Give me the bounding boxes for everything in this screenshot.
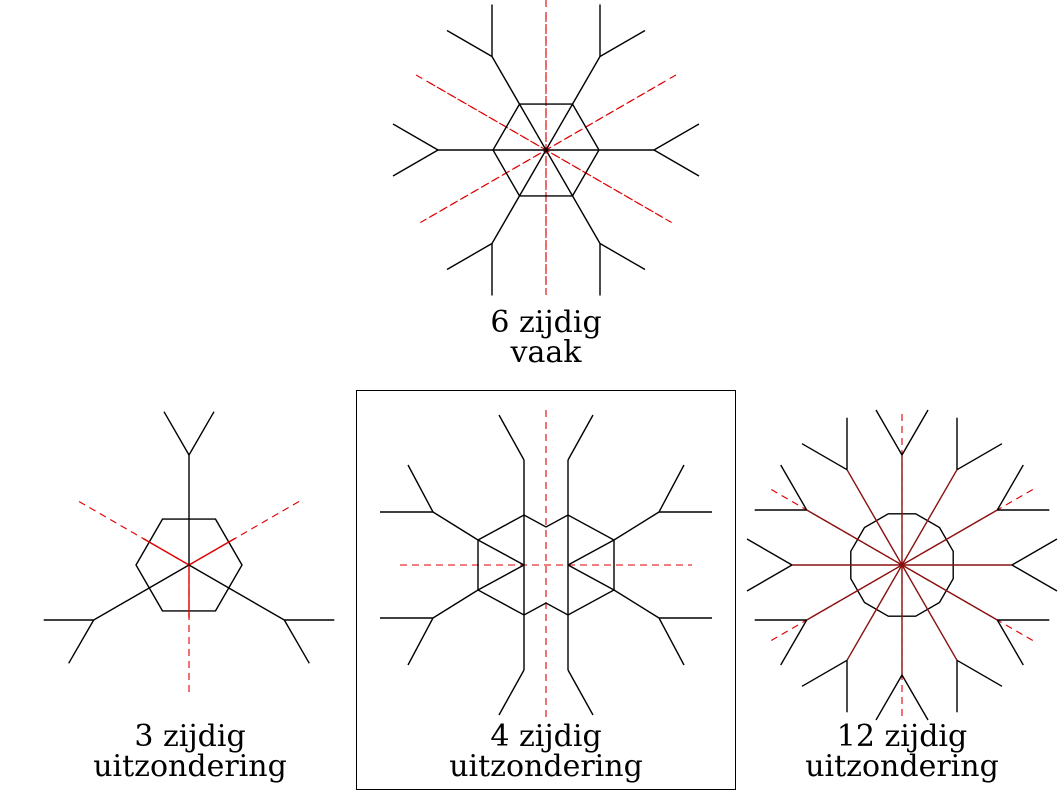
arm-stem [613,511,660,541]
hexagon [135,518,243,612]
hexagon-spoke [477,539,525,566]
arm-stem [901,469,958,566]
hexagon-spoke [518,103,547,151]
arm-branch [567,414,594,461]
hexagon-spoke [567,539,615,566]
arm-stem [806,509,903,566]
caption-twelve: 12 zijdig uitzondering [772,722,1032,782]
arm-branch [599,242,646,271]
caption-three-label: uitzondering [93,749,287,784]
arm-branch [801,659,848,687]
arm-stem [571,195,601,244]
arm-branch [780,464,808,511]
hexagon-spoke [567,564,615,591]
arm-stem [806,564,903,621]
caption-six-title: 6 zijdig [490,305,602,340]
arm-branch [658,464,685,513]
arm-branch [446,242,493,271]
highlight-frame [356,390,736,790]
arm-branch [599,29,646,58]
arm-branch [407,617,434,666]
arm-branch [188,411,215,456]
arm-branch [1011,538,1058,566]
caption-three-title: 3 zijdig [134,719,246,754]
arm-branch [801,443,848,471]
caption-four-title: 4 zijdig [490,719,602,754]
arm-branch [392,149,439,177]
arm-stem [901,509,998,566]
symmetry-axis [188,499,302,566]
four-fold-snowflake [380,410,712,722]
caption-three: 3 zijdig uitzondering [60,722,320,782]
caption-six: 6 zijdig vaak [416,308,676,368]
arm-branch [875,409,903,456]
twelve-fold-snowflake [746,409,1058,721]
arm-stem [901,564,958,661]
symmetry-axis [76,499,190,566]
arm-branch [446,29,493,58]
hexagon-spoke [188,564,236,593]
caption-four-label: uitzondering [449,749,643,784]
arm-branch [901,409,929,456]
arm-branch [875,674,903,721]
arm-branch [567,669,594,716]
dodecagon [850,513,954,617]
arm-branch [283,619,310,664]
arm-branch [498,669,525,716]
arm-stem [491,195,521,244]
arm-stem [234,590,285,621]
hexagon-spoke [545,103,574,151]
six-fold-snowflake [392,0,700,300]
hexagon-spoke [142,537,190,566]
hexagon-spoke [518,149,547,197]
arm-branch [498,414,525,461]
arm-branch [163,411,190,456]
arm-branch [956,659,1003,687]
arm-stem [901,564,998,621]
hexagon-spoke [545,149,574,197]
caption-twelve-title: 12 zijdig [836,719,968,754]
caption-four: 4 zijdig uitzondering [416,722,676,782]
caption-six-label: vaak [510,335,582,370]
arm-stem [846,564,903,661]
arm-branch [996,619,1024,666]
arm-branch [996,464,1024,511]
caption-twelve-label: uitzondering [805,749,999,784]
arm-branch [68,619,95,664]
arm-branch [780,619,808,666]
arm-branch [407,464,434,513]
arm-branch [956,443,1003,471]
hexagon-spoke [142,564,190,593]
arm-branch [746,538,793,566]
arm-stem [846,469,903,566]
arm-branch [1011,564,1058,592]
arm-branch [653,123,700,151]
hexagon-spoke [477,564,525,591]
hexagon-spoke [188,537,236,566]
arm-branch [658,617,685,666]
arm-branch [746,564,793,592]
arm-branch [392,123,439,151]
arm-stem [491,56,521,105]
arm-stem [432,511,479,541]
arm-branch [901,674,929,721]
arm-branch [653,149,700,177]
arm-stem [93,590,144,621]
arm-stem [613,589,660,619]
three-fold-snowflake [43,411,335,695]
arm-stem [571,56,601,105]
arm-stem [432,589,479,619]
